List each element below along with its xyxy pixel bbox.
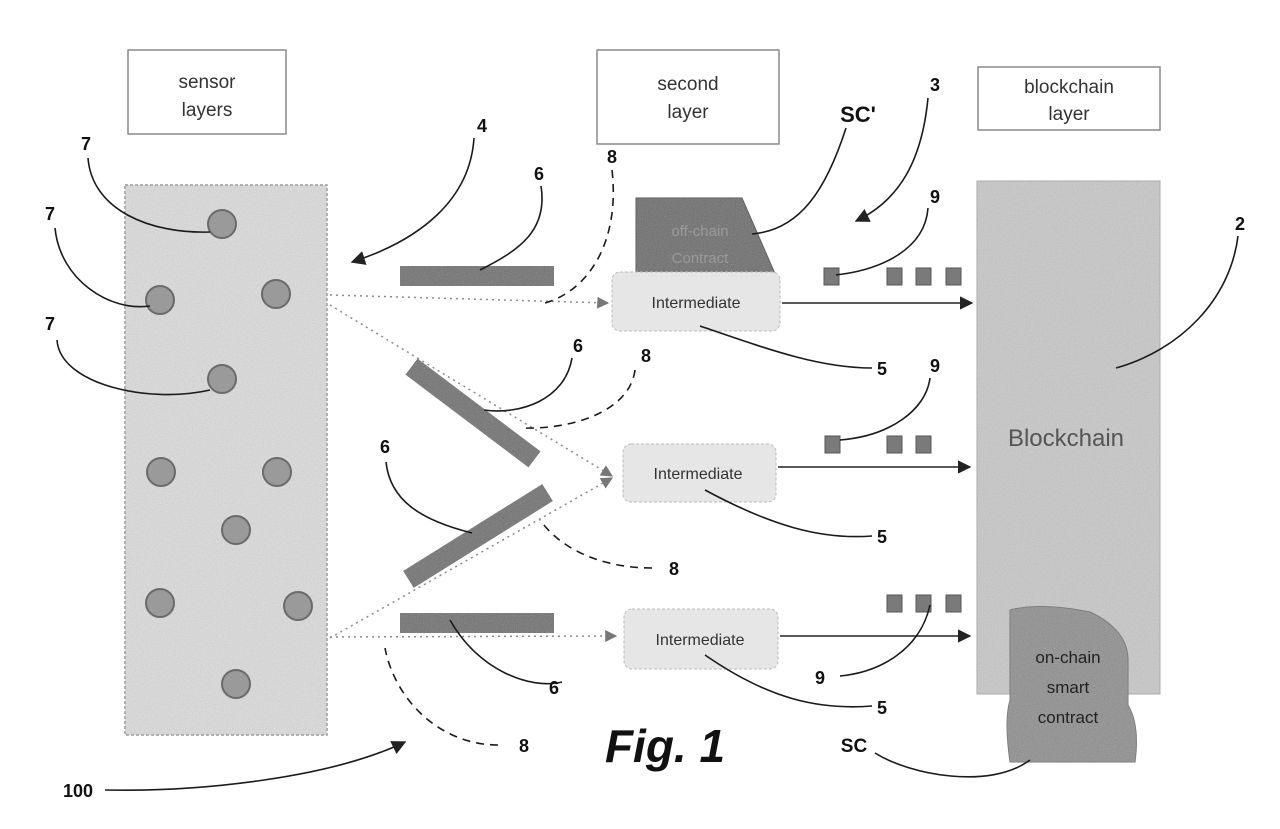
second-layer-header: second layer (597, 50, 779, 144)
transaction-block (946, 268, 961, 285)
ref-2: 2 (1235, 214, 1245, 234)
intermediate-node-2: Intermediate (623, 444, 776, 502)
transaction-block (916, 436, 931, 453)
leader-line (386, 462, 472, 533)
ref-9: 9 (930, 356, 940, 376)
sensor-node (208, 210, 236, 238)
ref-5: 5 (877, 698, 887, 718)
sensor-node (146, 286, 174, 314)
sensor-panel (125, 185, 327, 735)
sensor-node (147, 458, 175, 486)
sensor-node (263, 458, 291, 486)
second-header-line2: layer (667, 102, 709, 123)
leader-line (700, 326, 872, 368)
second-header-line1: second (657, 74, 718, 95)
ref-6: 6 (380, 437, 390, 457)
intermediate-label: Intermediate (654, 466, 743, 483)
ref-6: 6 (549, 678, 559, 698)
data-packet-top (400, 266, 554, 286)
leader-line (840, 378, 930, 440)
sensor-header-line1: sensor (178, 72, 236, 93)
flow-line (330, 636, 616, 637)
ref-6: 6 (573, 336, 583, 356)
intermediate-label: Intermediate (652, 295, 741, 312)
sensor-node (146, 589, 174, 617)
ref-sc-prime: SC' (840, 102, 876, 127)
leader-line (540, 520, 652, 568)
transaction-block (946, 595, 961, 612)
ref-9: 9 (815, 668, 825, 688)
leader-line (840, 605, 930, 676)
ref-8: 8 (669, 559, 679, 579)
transaction-block (887, 436, 902, 453)
transaction-block (916, 268, 931, 285)
blockchain-header-line1: blockchain (1024, 77, 1114, 98)
transaction-block (824, 268, 839, 285)
intermediate-node-1: Intermediate (612, 272, 780, 331)
sensor-node (208, 365, 236, 393)
leader-line (545, 170, 613, 303)
sensor-node (222, 670, 250, 698)
commit-arrows (778, 303, 972, 636)
leader-line (352, 138, 474, 262)
offchain-line1: off-chain (671, 223, 728, 240)
sensor-header-line2: layers (182, 100, 233, 121)
ref-8: 8 (607, 147, 617, 167)
ref-100: 100 (63, 781, 93, 801)
ref-5: 5 (877, 527, 887, 547)
ref-7: 7 (45, 314, 55, 334)
data-packet-diagonal-down (405, 359, 540, 468)
offchain-line2: Contract (672, 250, 730, 267)
transaction-block (825, 436, 840, 453)
ref-6: 6 (534, 164, 544, 184)
ref-3: 3 (930, 75, 940, 95)
leader-line (484, 358, 572, 411)
intermediate-node-3: Intermediate (624, 609, 778, 669)
flow-line (330, 295, 608, 303)
ref-8: 8 (641, 346, 651, 366)
offchain-contract: off-chain Contract (636, 198, 776, 276)
onchain-line1: on-chain (1035, 648, 1100, 667)
intermediate-label: Intermediate (656, 632, 745, 649)
data-packet-bottom (400, 613, 554, 633)
figure-caption: Fig. 1 (605, 720, 725, 772)
leader-line (520, 370, 635, 428)
data-packet-diagonal-up (403, 484, 553, 588)
sensor-node (284, 592, 312, 620)
leader-line (105, 742, 405, 790)
sensor-node (222, 516, 250, 544)
ref-4: 4 (477, 116, 487, 136)
leader-line (836, 208, 928, 275)
leader-line (875, 753, 1030, 777)
transaction-block (887, 595, 902, 612)
blockchain-layer-header: blockchain layer (978, 67, 1160, 130)
ref-9: 9 (930, 187, 940, 207)
flow-line (330, 305, 612, 476)
onchain-line2: smart (1047, 678, 1090, 697)
ref-7: 7 (81, 134, 91, 154)
ref-sc: SC (841, 736, 868, 757)
transaction-block (887, 268, 902, 285)
ref-8: 8 (519, 736, 529, 756)
onchain-line3: contract (1038, 708, 1099, 727)
sensor-node (262, 280, 290, 308)
leader-line (480, 186, 542, 270)
sensor-layers-header: sensor layers (128, 50, 286, 134)
ref-5: 5 (877, 359, 887, 379)
ref-7: 7 (45, 204, 55, 224)
blockchain-label: Blockchain (1008, 425, 1124, 452)
leader-line (385, 648, 498, 745)
blockchain-header-line2: layer (1048, 104, 1090, 125)
